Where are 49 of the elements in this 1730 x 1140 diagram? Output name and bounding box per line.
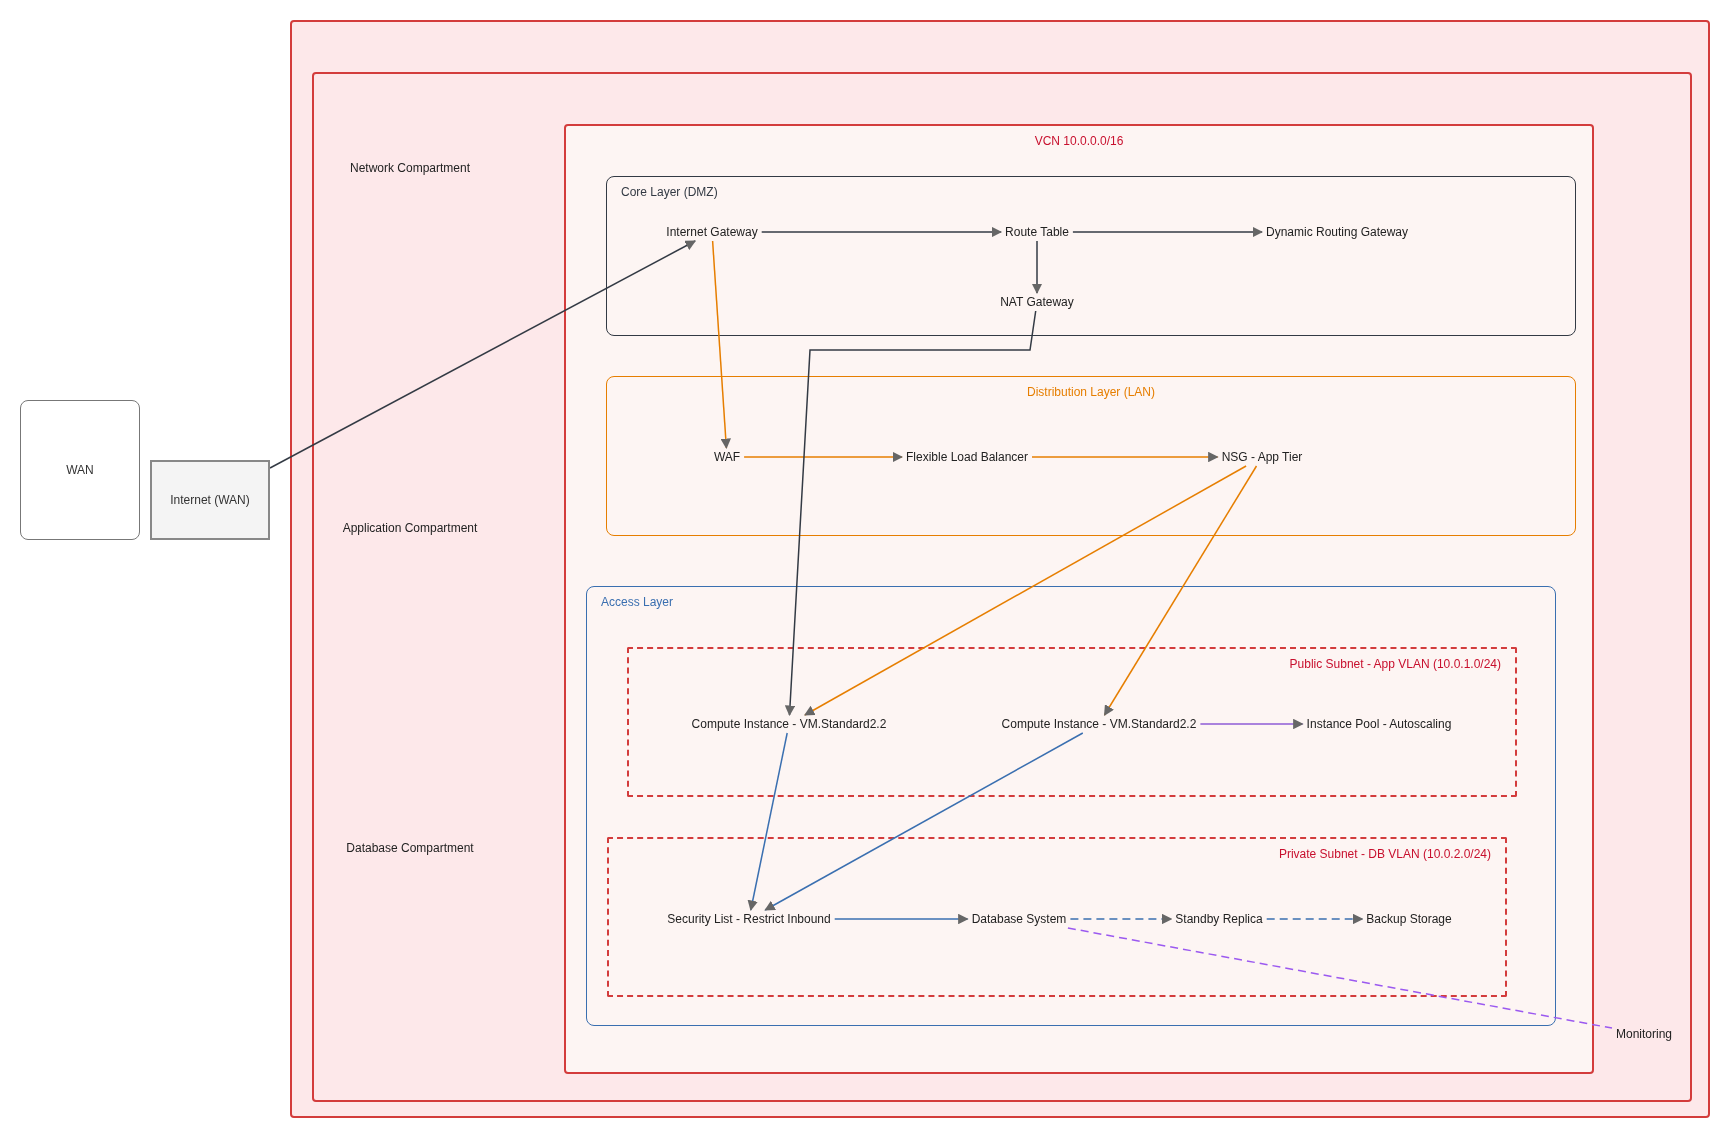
load-balancer-label: Flexible Load Balancer — [901, 448, 1033, 466]
instance-pool-label: Instance Pool - Autoscaling — [1302, 715, 1456, 733]
connector-line — [1067, 927, 1613, 1029]
internet-box: Internet (WAN) — [150, 460, 270, 540]
subnet-box — [607, 837, 1507, 997]
subnet-box — [627, 647, 1517, 797]
compartment-label: Database Compartment — [346, 841, 474, 855]
arrow — [1031, 240, 1043, 295]
route-table-label: Route Table — [1001, 223, 1073, 241]
network-box — [564, 124, 1594, 1074]
compartment-label: Network Compartment — [350, 161, 470, 175]
replica-label: Standby Replica — [1171, 910, 1267, 928]
layer-box — [586, 586, 1556, 1026]
arrow — [1103, 465, 1258, 716]
arrow — [784, 310, 1037, 717]
arrow — [760, 226, 1003, 238]
gateway-label: Internet Gateway — [662, 223, 762, 241]
arrow — [1031, 451, 1219, 463]
security-list-label: Security List - Restrict Inbound — [663, 910, 835, 928]
group-title: Distribution Layer (LAN) — [1026, 384, 1156, 401]
storage-label: Backup Storage — [1362, 910, 1456, 928]
group-title: Private Subnet - DB VLAN (10.0.2.0/24) — [1277, 846, 1492, 863]
group-title: Access Layer — [600, 594, 675, 611]
group-title: Public Subnet - App VLAN (10.0.1.0/24) — [1288, 656, 1502, 673]
compute-label: Compute Instance - VM.Standard2.2 — [997, 715, 1201, 733]
arrow — [743, 451, 904, 463]
arrow — [804, 465, 1247, 716]
group-title: Core Layer (DMZ) — [620, 184, 719, 201]
monitoring-label: Monitoring — [1612, 1025, 1676, 1043]
arrow — [711, 240, 731, 450]
arrow — [1265, 913, 1364, 925]
firewall-label: WAF — [709, 448, 745, 466]
arrow — [747, 732, 788, 912]
gateway-label: NAT Gateway — [996, 293, 1078, 311]
compartment-label: Application Compartment — [342, 521, 478, 535]
layer-box — [606, 376, 1576, 536]
compute-label: Compute Instance - VM.Standard2.2 — [687, 715, 891, 733]
arrow — [1072, 226, 1264, 238]
arrow — [1069, 913, 1173, 925]
arrow — [833, 913, 969, 925]
arrow — [764, 732, 1084, 911]
gateway-label: Dynamic Routing Gateway — [1261, 223, 1413, 241]
security-group-label: NSG - App Tier — [1217, 448, 1307, 466]
network-box: WAN — [20, 400, 140, 540]
arrow — [1199, 718, 1304, 730]
group-title: VCN 10.0.0.0/16 — [1033, 133, 1125, 150]
database-label: Database System — [967, 910, 1071, 928]
arrow — [269, 240, 697, 469]
layer-box — [606, 176, 1576, 336]
